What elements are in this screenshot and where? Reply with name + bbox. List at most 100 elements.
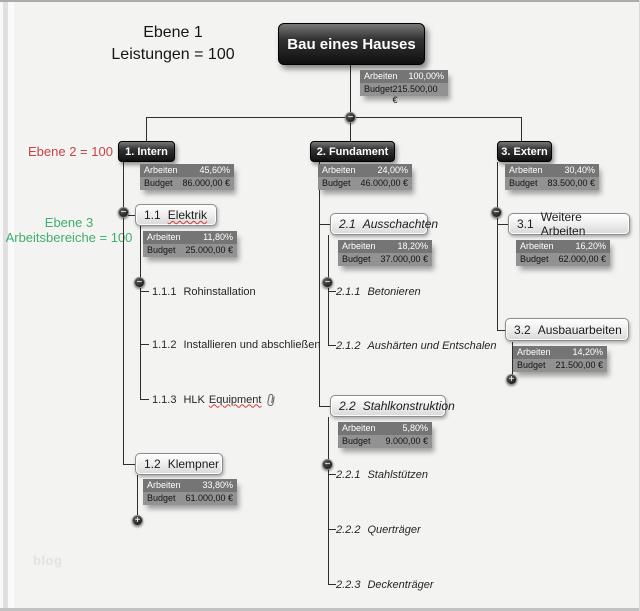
arbeiten-value: 30,40%: [564, 165, 595, 175]
leaf-label: Betonieren: [367, 285, 421, 298]
leaf-1-1-1[interactable]: 1.1.1 Rohinstallation: [152, 285, 256, 298]
collapse-toggle-ausschachten-icon[interactable]: −: [322, 277, 333, 288]
level1-annotation-sub: Leistungen = 100: [111, 46, 235, 63]
node-number: 2.1: [339, 217, 356, 231]
leaf-label: Equipment: [208, 393, 262, 406]
arbeiten-value: 45,60%: [199, 165, 230, 175]
budget-value: 83.500,00 €: [547, 178, 595, 188]
arbeiten-value: 14,20%: [572, 347, 603, 357]
databox-2-2-stahlkonstruktion: Arbeiten 5,80% Budget 9.000,00 €: [338, 422, 432, 448]
connector-line: [512, 342, 513, 375]
connector-line: [521, 117, 522, 141]
arbeiten-label: Arbeiten: [342, 423, 376, 433]
arbeiten-label: Arbeiten: [364, 71, 398, 81]
node-1-intern[interactable]: 1. Intern: [118, 141, 175, 162]
arbeiten-label: Arbeiten: [517, 347, 551, 357]
page-edge-left-stripe: [3, 2, 8, 611]
arbeiten-label: Arbeiten: [144, 165, 178, 175]
leaf-number: 2.1.1: [336, 285, 361, 298]
connector-line: [328, 584, 336, 585]
node-3-2-ausbauarbeiten[interactable]: 3.2 Ausbauarbeiten: [505, 318, 629, 341]
budget-label: Budget: [364, 84, 393, 94]
leaf-2-1-2[interactable]: 2.1.2 Aushärten und Entschalen: [336, 339, 497, 352]
connector-line: [123, 215, 135, 216]
node-2-1-ausschachten[interactable]: 2.1 Ausschachten: [330, 213, 438, 235]
budget-label: Budget: [517, 360, 546, 370]
expand-toggle-klempner-icon[interactable]: +: [132, 515, 143, 526]
budget-label: Budget: [144, 178, 173, 188]
collapse-toggle-extern-icon[interactable]: −: [491, 207, 502, 218]
node-root-bau-eines-hauses[interactable]: Bau eines Hauses: [278, 23, 425, 65]
budget-value: 46.000,00 €: [360, 178, 408, 188]
level2-annotation: Ebene 2 = 100: [28, 144, 113, 159]
paperclip-icon: [267, 393, 276, 406]
budget-value: 25.000,00 €: [185, 245, 233, 255]
leaf-label: Aushärten und Entschalen: [367, 339, 497, 352]
leaf-number: 1.1.2: [152, 338, 177, 351]
collapse-toggle-stahlkonstruktion-icon[interactable]: −: [322, 459, 333, 470]
leaf-label: Querträger: [367, 523, 421, 536]
collapse-toggle-intern-icon[interactable]: −: [118, 207, 129, 218]
node-3-extern[interactable]: 3. Extern: [497, 141, 552, 162]
collapse-toggle-elektrik-icon[interactable]: −: [134, 277, 145, 288]
leaf-label: Installieren und abschließen: [183, 338, 321, 351]
budget-value: 37.000,00 €: [380, 254, 428, 264]
node-number: 1.2: [144, 457, 161, 471]
leaf-2-2-1[interactable]: 2.2.1 Stahlstützen: [336, 468, 428, 481]
node-2-fundament[interactable]: 2. Fundament: [310, 141, 395, 162]
budget-value: 62.000,00 €: [558, 254, 606, 264]
node-number: 1.1: [144, 208, 161, 222]
leaf-number: 1.1.3: [152, 393, 177, 406]
arbeiten-value: 5,80%: [402, 423, 428, 433]
blog-watermark: blog: [33, 553, 63, 568]
node-3-1-weitere-arbeiten[interactable]: 3.1 Weitere Arbeiten: [508, 210, 630, 238]
page-edge-top: [0, 0, 639, 2]
connector-line: [140, 399, 149, 400]
node-label: Weitere Arbeiten: [540, 210, 586, 238]
node-2-2-stahlkonstruktion[interactable]: 2.2 Stahlkonstruktion: [330, 395, 455, 417]
connector-line: [497, 224, 508, 225]
leaf-2-2-2[interactable]: 2.2.2 Querträger: [336, 523, 421, 536]
budget-value: 21.500,00 €: [555, 360, 603, 370]
connector-line: [140, 226, 141, 399]
databox-3-2-ausbauarbeiten: Arbeiten 14,20% Budget 21.500,00 €: [513, 346, 607, 372]
leaf-label: Deckenträger: [367, 578, 434, 591]
budget-label: Budget: [322, 178, 351, 188]
level1-annotation-title: Ebene 1: [143, 24, 203, 41]
connector-line: [319, 162, 320, 406]
leaf-number: 2.2.3: [336, 578, 361, 591]
connector-line: [350, 65, 351, 112]
leaf-2-2-3[interactable]: 2.2.3 Deckenträger: [336, 578, 434, 591]
connector-line: [328, 345, 336, 346]
page-edge-left: [0, 2, 3, 611]
collapse-toggle-root-icon[interactable]: −: [345, 112, 356, 123]
leaf-label: Rohinstallation: [183, 285, 256, 298]
budget-value: 9.000,00 €: [385, 436, 428, 446]
leaf-1-1-3[interactable]: 1.1.3 HLK Equipment: [152, 393, 276, 406]
node-1-1-elektrik[interactable]: 1.1 Elektrik: [135, 204, 217, 226]
arbeiten-label: Arbeiten: [520, 241, 554, 251]
leaf-number: 2.2.1: [336, 468, 361, 481]
connector-line: [146, 117, 521, 118]
budget-value: 61.000,00 €: [185, 493, 233, 503]
budget-label: Budget: [520, 254, 549, 264]
node-1-2-klempner[interactable]: 1.2 Klempner: [135, 453, 223, 475]
leaf-1-1-2[interactable]: 1.1.2 Installieren und abschließen: [152, 338, 320, 351]
budget-label: Budget: [342, 436, 371, 446]
connector-line: [137, 475, 138, 516]
expand-toggle-ausbauarbeiten-icon[interactable]: +: [506, 374, 517, 385]
leaf-label-prefix: HLK: [183, 393, 205, 406]
arbeiten-label: Arbeiten: [509, 165, 543, 175]
connector-line: [497, 330, 505, 331]
leaf-2-1-1[interactable]: 2.1.1 Betonieren: [336, 285, 421, 298]
leaf-number: 2.2.2: [336, 523, 361, 536]
page-edge-bottom: [0, 608, 639, 611]
page-edge-left-stripe2: [8, 2, 14, 611]
level1-annotation: Ebene 1 Leistungen = 100: [83, 22, 263, 66]
